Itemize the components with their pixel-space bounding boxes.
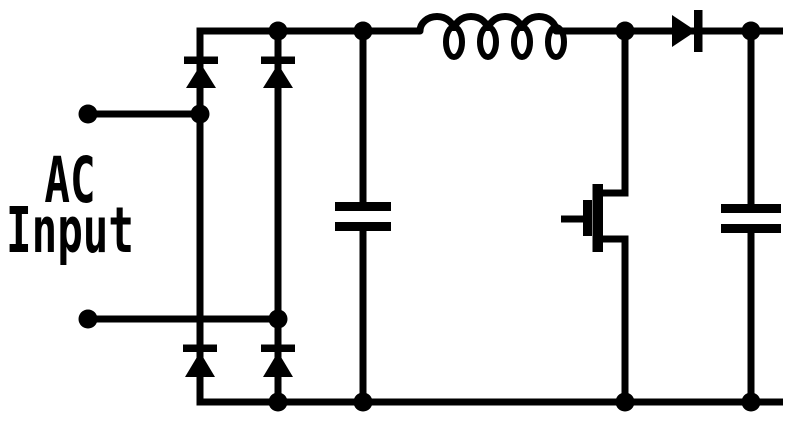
capacitor-plate-bottom	[721, 224, 781, 233]
capacitor-plate-top	[721, 204, 781, 213]
junction-dot	[615, 392, 635, 412]
junction-dot	[353, 21, 373, 41]
diode-cathode-bar	[261, 56, 295, 64]
inductor-loop	[511, 24, 533, 60]
junction-dot	[268, 309, 288, 329]
inductor-loop	[477, 24, 499, 60]
junction-dot	[615, 21, 635, 41]
diode-triangle	[672, 15, 696, 47]
wire-bottom-rail-and-left-column	[196, 27, 783, 406]
ac-input-label-line1: AC	[44, 144, 96, 217]
junction-dot	[268, 21, 288, 41]
junction-dot	[741, 21, 761, 41]
boost-diode	[672, 10, 703, 52]
bridge-diode-top-right	[261, 56, 295, 88]
inductor-coil	[416, 13, 567, 60]
capacitor-plate-top	[335, 202, 391, 211]
diode-triangle	[186, 64, 216, 88]
bridge-diode-bottom-left	[183, 344, 217, 377]
junction-dot	[353, 392, 373, 412]
wire-mosfet-drain-lead	[597, 31, 629, 197]
mosfet-channel-bar	[592, 184, 603, 252]
wire-mosfet-source-lead	[597, 235, 629, 402]
junction-dot	[190, 104, 210, 124]
inductor-loop	[443, 24, 465, 60]
ac-input-label-line2: Input	[5, 194, 135, 267]
inductor-loop	[545, 24, 567, 60]
diode-cathode-bar	[183, 344, 217, 352]
mosfet-gate-bar	[583, 200, 592, 236]
junction-dot	[268, 392, 288, 412]
diode-triangle	[263, 352, 293, 377]
filter-capacitor	[335, 202, 391, 231]
ac-terminal-top	[78, 104, 98, 124]
diode-cathode-bar	[694, 10, 703, 52]
diode-cathode-bar	[184, 56, 218, 64]
inductor-humps	[416, 13, 560, 35]
ac-terminal-bottom	[78, 309, 98, 329]
bridge-diode-top-left	[184, 56, 218, 88]
output-capacitor	[721, 204, 781, 233]
bridge-diode-bottom-right	[261, 344, 295, 377]
diode-cathode-bar	[261, 344, 295, 352]
mosfet-switch	[583, 184, 603, 252]
diode-triangle	[263, 64, 293, 88]
junction-dot	[741, 392, 761, 412]
capacitor-plate-bottom	[335, 222, 391, 231]
diode-triangle	[185, 352, 215, 377]
